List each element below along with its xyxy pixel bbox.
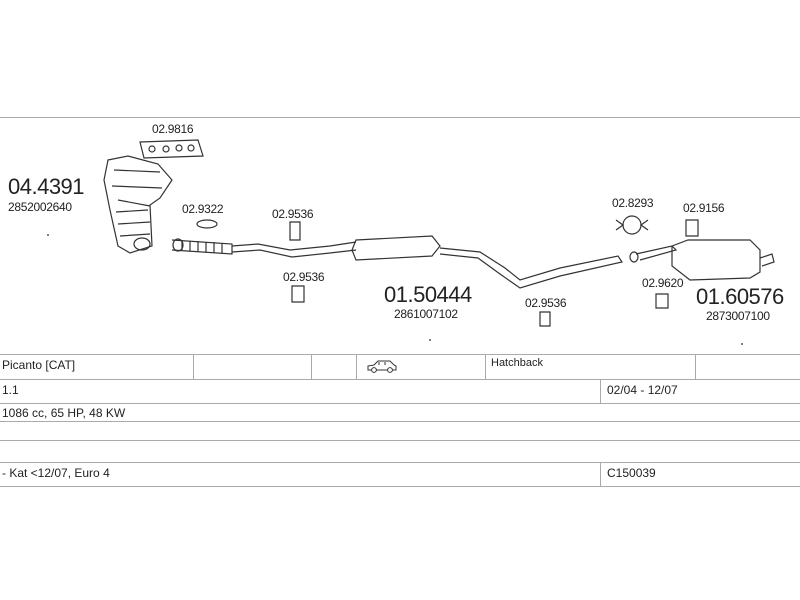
label-mount-a: 02.9536 — [272, 207, 314, 221]
manifold-gasket-shape — [139, 139, 204, 159]
label-catalyst-oe: 2852002640 — [8, 200, 72, 214]
label-middle-oe: 2861007102 — [394, 307, 458, 321]
mount-c-shape — [539, 311, 551, 327]
label-mount-b: 02.9536 — [283, 270, 325, 284]
label-rear-mount-bottom: 02.9620 — [642, 276, 684, 290]
label-front-gasket: 02.9322 — [182, 202, 224, 216]
front-gasket-shape — [196, 219, 218, 229]
middle-silencer-shape — [351, 235, 623, 289]
body-type-cell: Hatchback — [491, 357, 543, 369]
note-cell: - Kat <12/07, Euro 4 — [2, 466, 110, 480]
rear-silencer-shape — [629, 239, 775, 281]
hatchback-car-icon — [367, 360, 397, 373]
top-border — [0, 117, 800, 118]
label-mount-c: 02.9536 — [525, 296, 567, 310]
label-catalyst: 04.4391 — [8, 174, 85, 199]
label-rear-mount-top: 02.9156 — [683, 201, 725, 215]
spec-cell: 1086 cc, 65 HP, 48 KW — [2, 406, 126, 420]
code-cell: C150039 — [607, 466, 656, 480]
label-rear-oe: 2873007100 — [706, 309, 770, 323]
rear-mount-top-shape — [685, 219, 699, 237]
label-middle-silencer: 01.50444 — [384, 282, 472, 307]
label-clamp: 02.8293 — [612, 196, 654, 210]
engine-cell: 1.1 — [2, 383, 19, 397]
model-cell: Picanto [CAT] — [2, 358, 76, 372]
years-cell: 02/04 - 12/07 — [607, 383, 678, 397]
front-pipe-shape — [171, 238, 357, 258]
rear-mount-bottom-shape — [655, 293, 669, 309]
mount-b-shape — [291, 285, 305, 303]
mount-a-shape — [289, 221, 301, 241]
label-rear-silencer: 01.60576 — [696, 284, 784, 309]
catalyst-shape — [103, 155, 173, 254]
clamp-shape — [615, 215, 649, 235]
label-manifold-gasket: 02.9816 — [152, 122, 194, 136]
